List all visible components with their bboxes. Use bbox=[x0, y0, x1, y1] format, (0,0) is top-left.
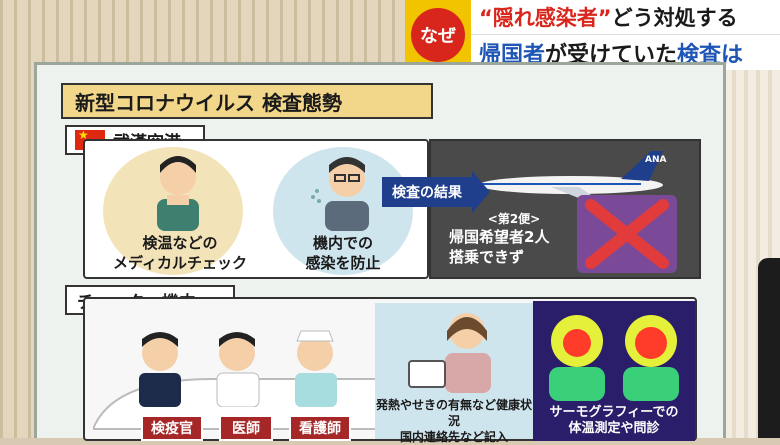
cross-mark-icon bbox=[585, 199, 669, 269]
health-form-panel: 発熱やせきの有無など健康状況 国内連絡先など記入 bbox=[375, 303, 533, 444]
test-result-arrow: 検査の結果 bbox=[382, 171, 490, 213]
banner-line-1: “隠れ感染者” どう対処する bbox=[471, 0, 780, 34]
thermography-caption: サーモグラフィーでの 体温測定や問診 bbox=[549, 405, 679, 436]
board-title: 新型コロナウイルス 検査態勢 bbox=[61, 83, 433, 119]
woman-tablet-icon bbox=[408, 313, 491, 393]
presenter-silhouette bbox=[758, 258, 780, 438]
boarding-result-caption: 帰国希望者2人 搭乗できず bbox=[449, 228, 550, 266]
test-result-label: 検査の結果 bbox=[382, 177, 472, 207]
denied-box bbox=[577, 195, 677, 273]
news-banner: なぜ “隠れ感染者” どう対処する 帰国者 が受けていた 検査は bbox=[405, 0, 780, 70]
banner-quote: “隠れ感染者” bbox=[479, 6, 612, 30]
wuhan-check-panel: 検温などの メディカルチェック 機内での 感染を防止 bbox=[83, 139, 429, 279]
naze-badge-box: なぜ bbox=[405, 0, 471, 70]
quarantine-officer-badge: 検疫官 bbox=[141, 415, 203, 441]
doctor-badge: 医師 bbox=[219, 415, 273, 441]
coughing-man-icon bbox=[311, 157, 369, 231]
airline-logo: ANA bbox=[645, 155, 667, 165]
infection-prevention-caption: 機内での 感染を防止 bbox=[305, 234, 381, 272]
nurse-badge: 看護師 bbox=[289, 415, 351, 441]
medical-check-caption: 検温などの メディカルチェック bbox=[113, 234, 247, 272]
doctor-illustration-icon bbox=[157, 156, 199, 231]
thermography-panel: サーモグラフィーでの 体温測定や問診 bbox=[533, 301, 695, 441]
naze-badge: なぜ bbox=[411, 8, 465, 62]
flight-note: <第2便> bbox=[487, 212, 541, 226]
arrow-head-icon bbox=[472, 171, 490, 213]
banner-line-1-rest: どう対処する bbox=[611, 6, 738, 30]
medical-staff-icon bbox=[139, 330, 337, 407]
thermal-image-icon bbox=[549, 315, 679, 401]
explainer-board: 新型コロナウイルス 検査態勢 武漢空港 検温などの メディカルチェック 機内での bbox=[34, 62, 726, 444]
airplane-icon bbox=[479, 151, 663, 203]
